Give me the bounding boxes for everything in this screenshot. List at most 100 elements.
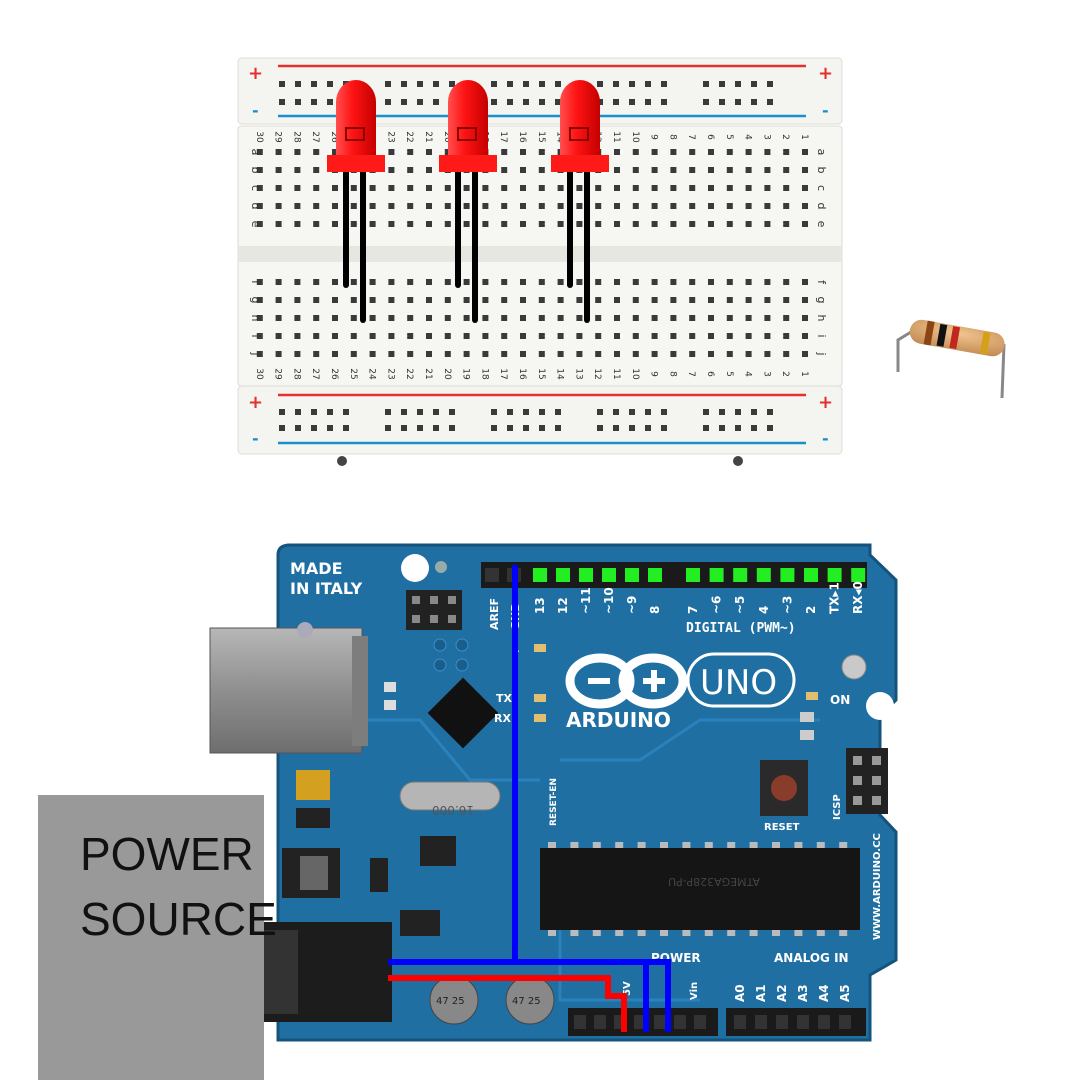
digital-pin-socket[interactable] — [780, 568, 795, 582]
chip-pin — [727, 842, 736, 848]
digital-pin-socket[interactable] — [733, 568, 748, 582]
digital-pin-socket[interactable] — [625, 568, 639, 582]
breadboard-hole — [407, 149, 414, 155]
column-number: 7 — [686, 134, 696, 140]
rail-hole — [597, 409, 603, 415]
analog-pin-socket[interactable] — [776, 1015, 788, 1029]
breadboard-hole — [651, 315, 658, 321]
power-pin-socket[interactable] — [594, 1015, 606, 1029]
column-number: 22 — [404, 368, 414, 379]
analog-pin-socket[interactable] — [839, 1015, 851, 1029]
breadboard-hole — [708, 203, 714, 209]
breadboard-hole — [726, 203, 733, 209]
digital-pin-socket[interactable] — [485, 568, 499, 582]
breadboard-hole — [388, 185, 395, 191]
breadboard-hole — [294, 221, 301, 227]
breadboard-hole — [632, 297, 639, 303]
breadboard-hole — [444, 333, 451, 339]
rail-hole — [719, 99, 725, 105]
digital-pin-socket[interactable] — [686, 568, 700, 582]
power-pin-socket[interactable] — [694, 1015, 706, 1029]
breadboard-hole — [557, 203, 564, 209]
digital-pin-socket[interactable] — [804, 568, 818, 582]
chip-pins — [548, 842, 848, 936]
column-number: 13 — [573, 368, 583, 379]
column-number: 26 — [329, 368, 339, 380]
row-letter: e — [249, 221, 262, 228]
breadboard-hole — [689, 221, 696, 227]
digital-pin-socket[interactable] — [709, 568, 724, 582]
breadboard-hole — [501, 167, 508, 173]
breadboard-hole — [407, 279, 414, 285]
breadboard-hole — [482, 185, 489, 191]
power-pin-socket[interactable] — [574, 1015, 586, 1029]
breadboard-hole — [444, 279, 451, 285]
power-pin-socket[interactable] — [654, 1015, 666, 1029]
chip-pin — [772, 842, 780, 848]
rail-hole — [661, 425, 667, 431]
breadboard-hole — [614, 167, 620, 173]
column-number: 8 — [667, 134, 677, 140]
column-number: 4 — [743, 134, 753, 140]
rail-minus-label: - — [822, 101, 829, 120]
breadboard-hole — [726, 185, 733, 191]
digital-pin-socket[interactable] — [648, 568, 662, 582]
breadboard-hole — [407, 167, 414, 173]
breadboard-hole — [313, 333, 320, 339]
breadboard-hole — [670, 297, 677, 303]
breadboard-hole — [369, 203, 376, 209]
analog-pin-socket[interactable] — [734, 1015, 746, 1029]
reset-label: RESET — [764, 822, 800, 833]
header-pin — [448, 615, 456, 623]
analog-pin-socket[interactable] — [818, 1015, 830, 1029]
header-pin — [853, 756, 862, 765]
breadboard-hole — [614, 333, 620, 339]
rail-hole — [703, 409, 709, 415]
breadboard-hole — [802, 203, 808, 209]
column-number: 16 — [517, 368, 527, 380]
rail-hole — [555, 409, 561, 415]
column-number: 15 — [536, 131, 546, 142]
analog-pin-socket[interactable] — [755, 1015, 767, 1029]
breadboard-hole — [369, 185, 376, 191]
digital-pin-socket[interactable] — [533, 568, 547, 582]
breadboard-hole — [632, 351, 639, 357]
rail-hole — [645, 425, 651, 431]
rail-hole — [629, 99, 635, 105]
reset-button[interactable] — [771, 775, 797, 801]
smd-component — [296, 770, 330, 800]
chip-pin — [704, 930, 713, 936]
breadboard-hole — [764, 279, 771, 285]
bottom-power-rail — [237, 385, 843, 455]
rail-hole — [735, 99, 741, 105]
digital-pin-socket[interactable] — [851, 568, 866, 582]
digital-pin-socket[interactable] — [579, 568, 593, 582]
rail-hole — [507, 409, 513, 415]
smd-component — [384, 682, 396, 692]
breadboard-hole — [802, 221, 808, 227]
logo-left-loop — [565, 653, 635, 709]
breadboard-hole — [407, 297, 414, 303]
rail-hole — [539, 409, 545, 415]
power-pin-socket[interactable] — [674, 1015, 686, 1029]
digital-pin-socket[interactable] — [556, 568, 570, 582]
breadboard-hole — [520, 167, 526, 173]
digital-pin-socket[interactable] — [756, 568, 771, 582]
digital-pin-socket[interactable] — [827, 568, 842, 582]
rail-hole — [433, 81, 439, 87]
digital-pin-socket[interactable] — [602, 568, 616, 582]
l-led — [534, 644, 546, 652]
breadboard-hole — [726, 297, 733, 303]
rail-hole — [491, 409, 497, 415]
analog-pin-socket[interactable] — [797, 1015, 809, 1029]
column-number: 9 — [649, 371, 659, 377]
chip-pin — [749, 930, 758, 936]
breadboard-foot — [733, 456, 743, 466]
breadboard-hole — [783, 333, 790, 339]
chip-pin — [794, 930, 803, 936]
rail-hole — [311, 409, 317, 415]
breadboard-hole — [256, 315, 263, 321]
breadboard-hole — [745, 351, 752, 357]
breadboard-hole — [463, 297, 470, 303]
breadboard-hole — [764, 167, 771, 173]
